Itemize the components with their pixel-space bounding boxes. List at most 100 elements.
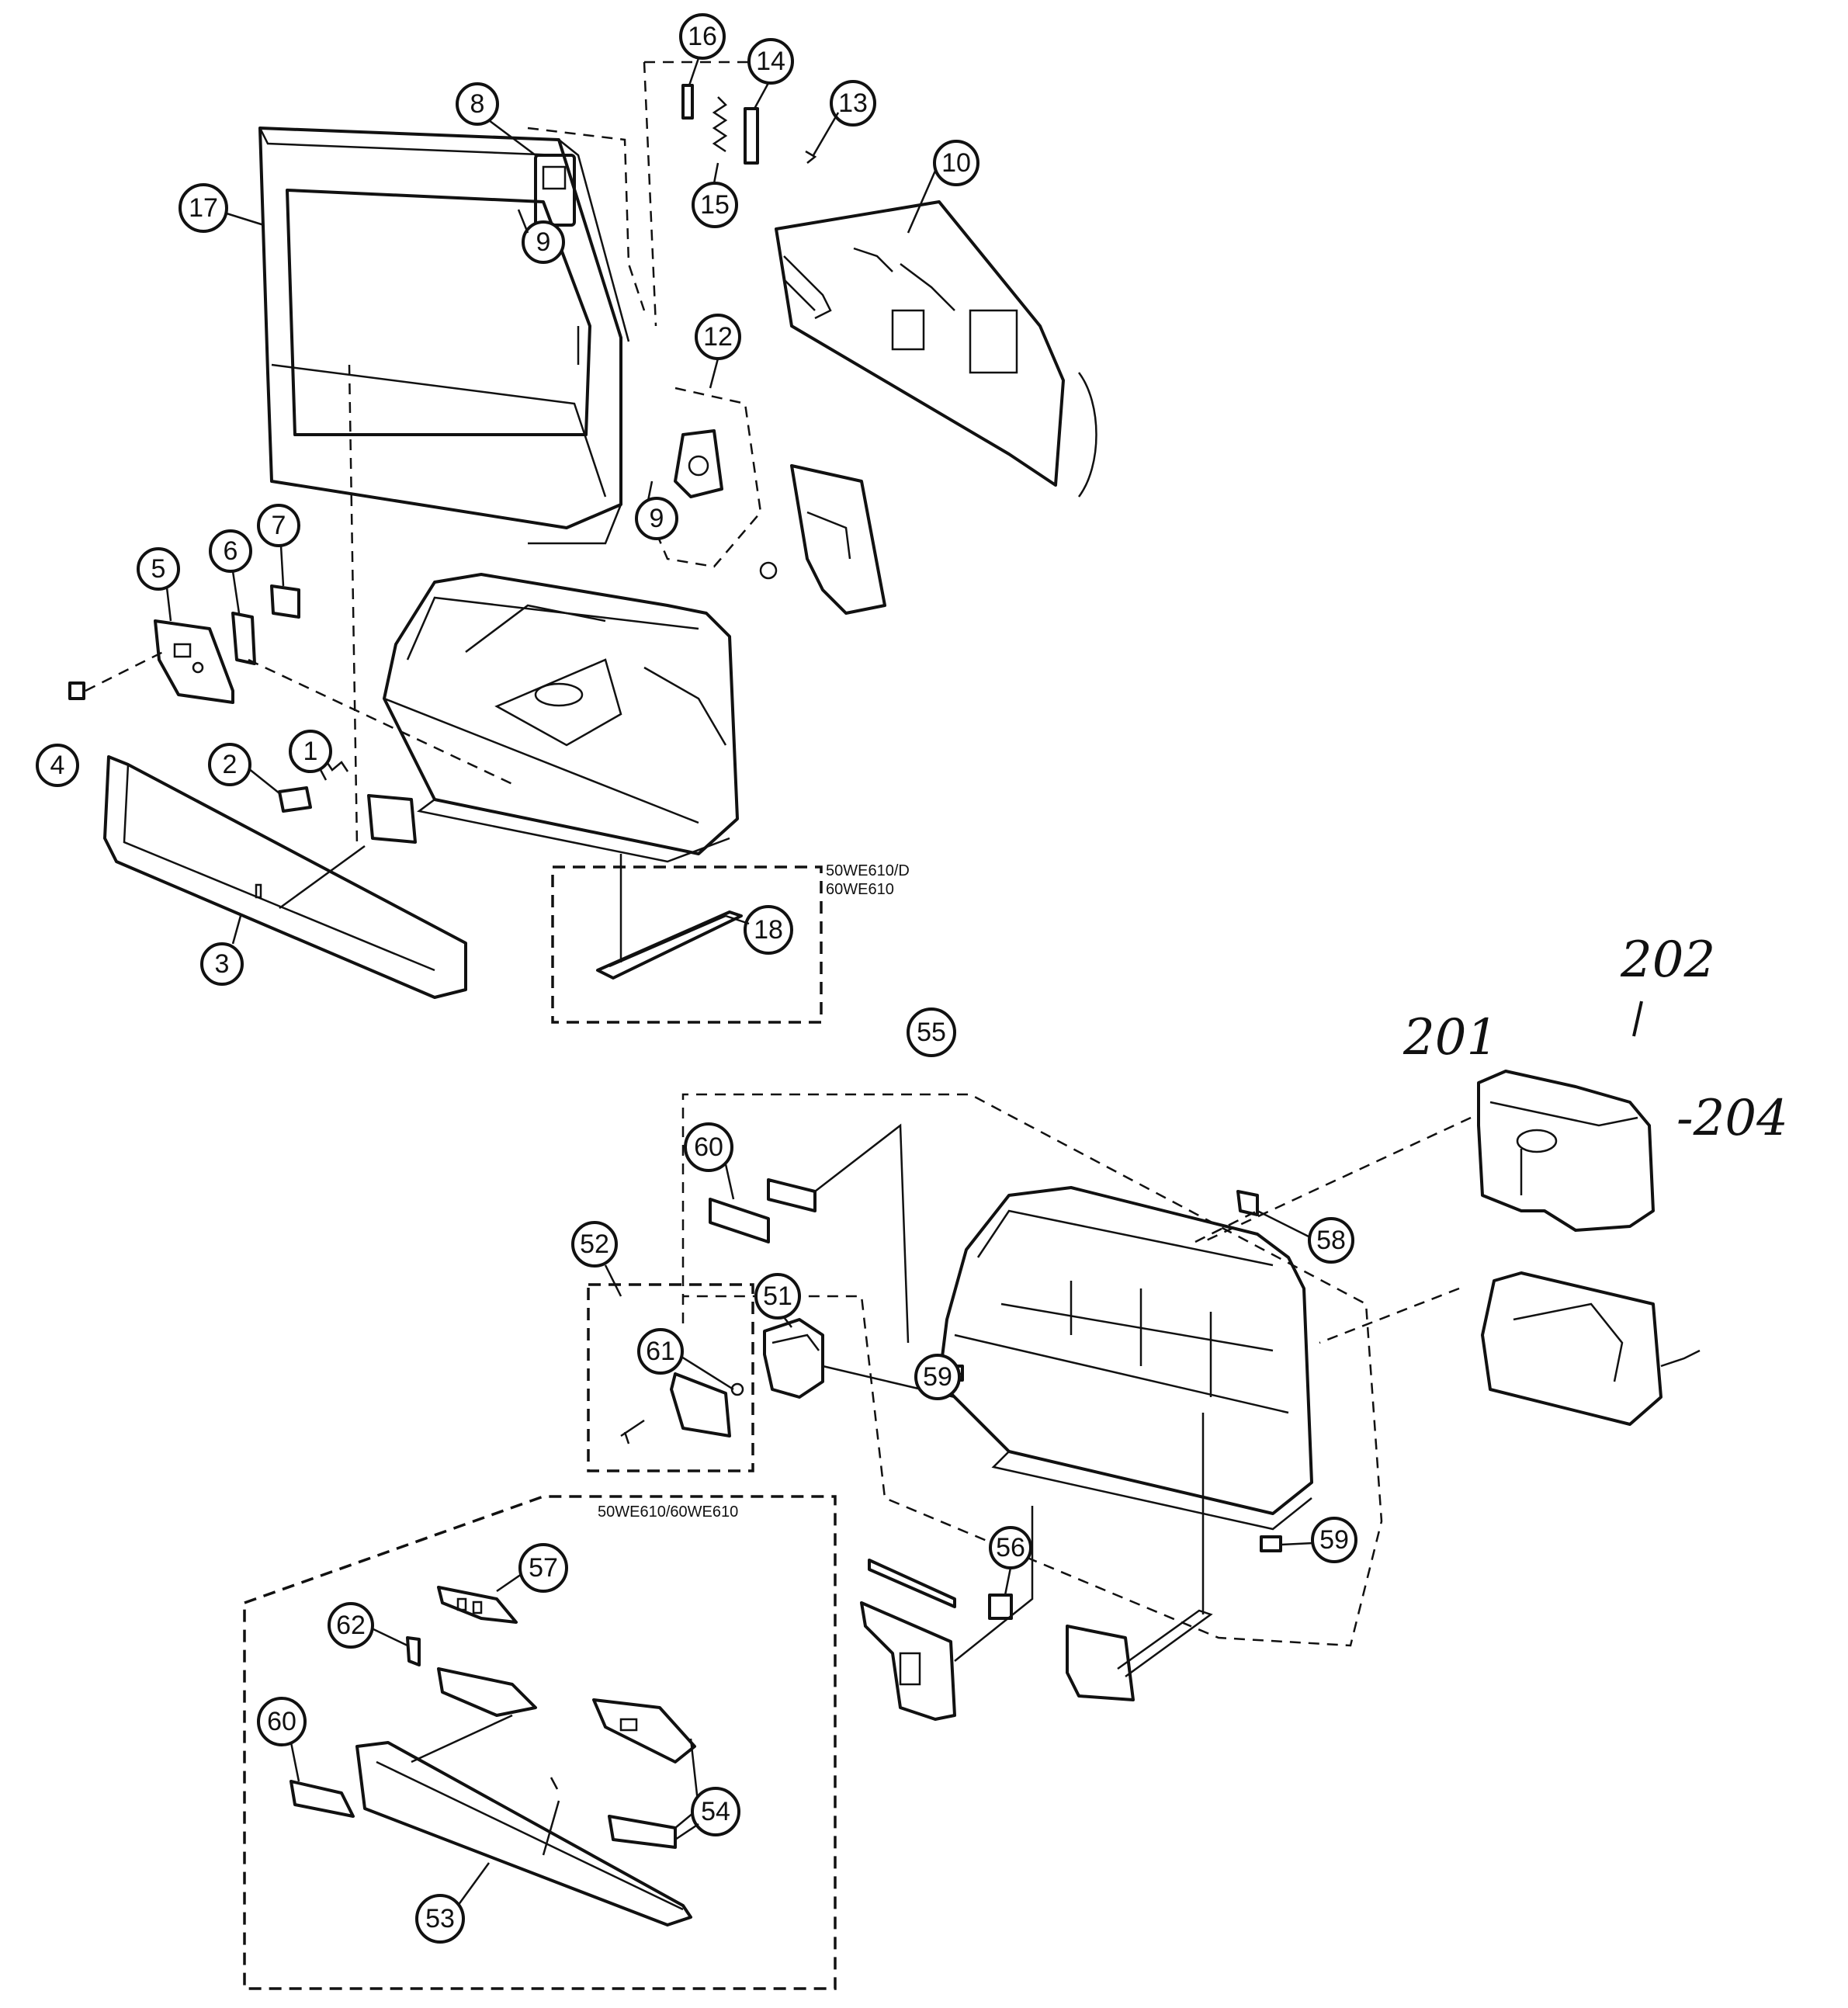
- light-engine-assembly-part: [1477, 1070, 1655, 1232]
- callout-59[interactable]: 59: [1311, 1517, 1357, 1563]
- chassis-board-part: [1481, 1271, 1701, 1426]
- control-panel-part: [355, 1741, 692, 1927]
- model-note: 60WE610: [826, 881, 894, 898]
- callout-15[interactable]: 15: [692, 182, 738, 228]
- terminal-bracket-part: [759, 464, 886, 615]
- callout-57[interactable]: 57: [518, 1543, 568, 1593]
- callout-label: 3: [215, 949, 230, 979]
- callout-label: 14: [756, 47, 785, 76]
- front-grille-part: [103, 755, 467, 999]
- control-tab-part: [270, 584, 300, 619]
- callout-label: 51: [763, 1281, 792, 1311]
- model-note: 50WE610/60WE610: [598, 1503, 738, 1521]
- callout-55[interactable]: 55: [907, 1007, 956, 1057]
- rear-cover-part: [775, 200, 1097, 498]
- callout-8[interactable]: 8: [456, 82, 499, 126]
- control-board-part: [154, 619, 234, 704]
- callout-2[interactable]: 2: [208, 743, 251, 786]
- callout-17[interactable]: 17: [179, 183, 228, 233]
- callout-label: 16: [688, 22, 717, 51]
- callout-9[interactable]: 9: [522, 220, 565, 264]
- callout-61[interactable]: 61: [637, 1328, 684, 1375]
- cabinet-base-part: [383, 573, 739, 863]
- callout-label: 18: [754, 915, 783, 945]
- callout-16[interactable]: 16: [679, 13, 726, 60]
- callout-51[interactable]: 51: [754, 1273, 801, 1320]
- callout-4[interactable]: 4: [36, 744, 79, 787]
- callout-label: 61: [646, 1337, 675, 1366]
- callout-label: 58: [1316, 1226, 1346, 1255]
- callout-label: 9: [650, 504, 664, 533]
- callout-53[interactable]: 53: [415, 1894, 465, 1944]
- callout-label: 57: [529, 1553, 558, 1583]
- callout-59[interactable]: 59: [914, 1354, 961, 1400]
- handwritten-label-201: 201: [1402, 1009, 1498, 1066]
- shield-plate-part: [608, 1815, 677, 1849]
- callout-60[interactable]: 60: [257, 1697, 307, 1746]
- power-button-part: [278, 786, 312, 813]
- callout-label: 7: [272, 511, 286, 540]
- cover-plate-part: [709, 1198, 770, 1243]
- callout-label: 5: [151, 554, 166, 584]
- speaker-mount-part: [674, 429, 723, 498]
- callout-label: 15: [700, 190, 730, 220]
- callout-12[interactable]: 12: [695, 314, 741, 360]
- callout-56[interactable]: 56: [989, 1526, 1032, 1569]
- callout-13[interactable]: 13: [830, 80, 876, 127]
- callout-label: 53: [425, 1904, 455, 1933]
- switch-board-part: [592, 1698, 696, 1764]
- callout-18[interactable]: 18: [744, 905, 793, 955]
- callout-62[interactable]: 62: [328, 1602, 374, 1649]
- callout-60[interactable]: 60: [684, 1122, 733, 1172]
- callout-label: 17: [189, 193, 218, 223]
- clip-part: [988, 1594, 1013, 1620]
- callout-6[interactable]: 6: [209, 529, 252, 573]
- handwritten-label-204: -204: [1676, 1090, 1788, 1147]
- screen-frame-part: [258, 127, 630, 545]
- callout-54[interactable]: 54: [691, 1787, 740, 1836]
- indicator-lens-part: [68, 681, 85, 700]
- callout-label: 59: [1319, 1525, 1349, 1555]
- callout-label: 2: [223, 750, 238, 779]
- control-clip-part: [231, 612, 256, 665]
- callout-label: 54: [701, 1797, 730, 1826]
- callout-label: 1: [303, 737, 318, 766]
- callout-label: 8: [470, 89, 485, 119]
- springs-and-clips-part: [681, 84, 817, 165]
- callout-10[interactable]: 10: [933, 140, 979, 186]
- callout-label: 60: [694, 1132, 723, 1162]
- callout-52[interactable]: 52: [571, 1221, 618, 1268]
- callout-label: 62: [336, 1611, 366, 1640]
- lower-cabinet-part: [938, 1186, 1313, 1531]
- callout-label: 10: [941, 148, 971, 178]
- speaker-bar-part: [868, 1559, 956, 1608]
- side-bracket-part: [860, 1601, 956, 1721]
- callout-label: 56: [996, 1533, 1025, 1562]
- callout-label: 52: [580, 1229, 609, 1259]
- callout-label: 13: [838, 88, 868, 118]
- clip-part: [406, 1636, 421, 1666]
- terminal-part: [767, 1178, 817, 1212]
- callout-14[interactable]: 14: [747, 38, 794, 85]
- callout-label: 4: [50, 751, 65, 780]
- callout-label: 9: [536, 227, 551, 257]
- small-bracket-part: [1236, 1190, 1259, 1216]
- handwritten-label-202: 202: [1620, 931, 1715, 989]
- callout-5[interactable]: 5: [137, 547, 180, 591]
- rail-bracket-part: [596, 910, 743, 980]
- callout-label: 60: [267, 1707, 296, 1736]
- model-note: 50WE610/D: [826, 862, 910, 879]
- board-bracket-part: [1066, 1609, 1213, 1701]
- callout-label: 6: [224, 536, 238, 566]
- connector-board-part: [437, 1586, 518, 1624]
- callout-label: 12: [703, 322, 733, 352]
- callout-58[interactable]: 58: [1308, 1217, 1354, 1264]
- callout-3[interactable]: 3: [200, 942, 244, 986]
- callout-9[interactable]: 9: [635, 497, 678, 540]
- callout-1[interactable]: 1: [289, 730, 332, 773]
- callout-label: 59: [923, 1362, 952, 1392]
- terminal-board-part: [437, 1667, 537, 1717]
- button-holder-part: [367, 794, 417, 844]
- callout-7[interactable]: 7: [257, 504, 300, 547]
